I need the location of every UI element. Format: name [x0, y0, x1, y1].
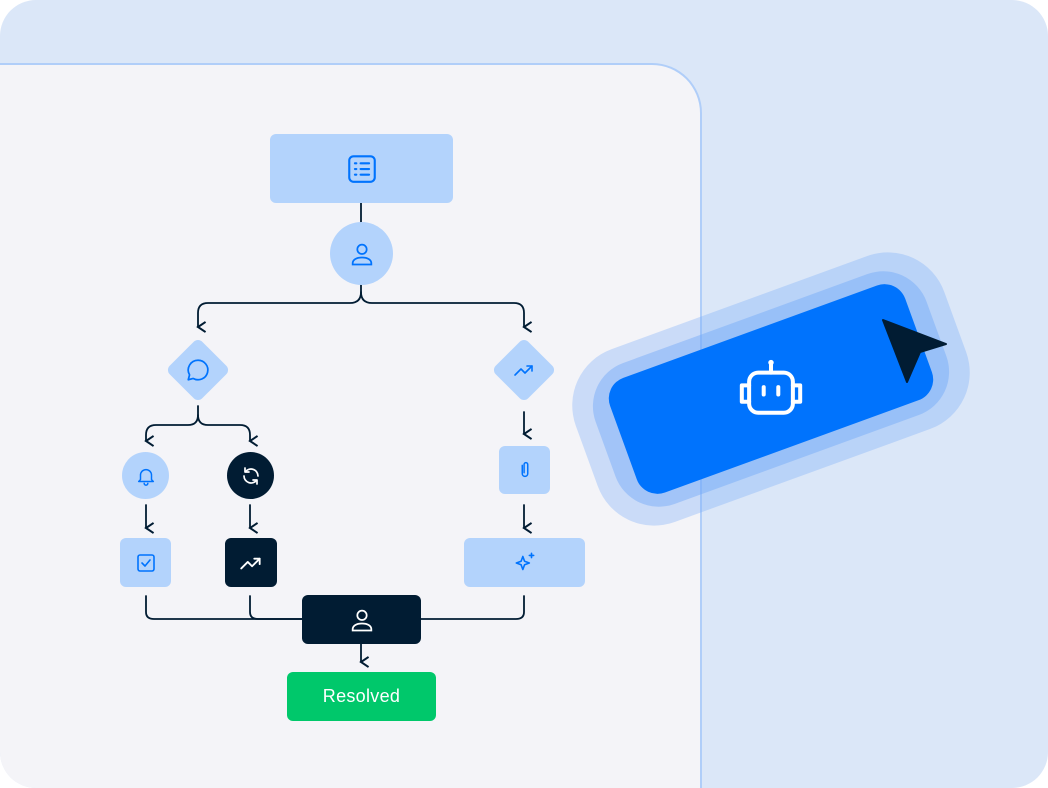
chat-decision-node[interactable] [165, 337, 231, 403]
task-node[interactable] [120, 538, 171, 587]
list-icon [347, 154, 376, 183]
sparkle-icon [515, 551, 534, 570]
bell-icon [137, 468, 154, 486]
handoff-node[interactable] [302, 595, 421, 644]
sync-node[interactable] [227, 452, 274, 499]
notify-node[interactable] [122, 452, 169, 499]
paperclip-icon [521, 461, 528, 478]
trend-up-icon [240, 557, 261, 569]
ai-bot-button[interactable] [602, 277, 940, 501]
resolved-node[interactable]: Resolved [287, 672, 436, 721]
user-icon [351, 609, 372, 631]
cursor-arrow-icon [882, 319, 947, 383]
robot-icon [739, 359, 803, 415]
start-node[interactable] [270, 134, 453, 203]
checkbox-icon [136, 553, 155, 572]
analytics-node[interactable] [225, 538, 277, 587]
trend-decision-node[interactable] [491, 337, 557, 403]
user-icon [351, 243, 372, 265]
trend-up-icon [514, 365, 533, 376]
ai-node[interactable] [464, 538, 585, 587]
chat-bubble-icon [187, 359, 209, 381]
refresh-icon [242, 466, 259, 485]
agent-node[interactable] [330, 222, 393, 285]
attach-node[interactable] [499, 446, 550, 494]
